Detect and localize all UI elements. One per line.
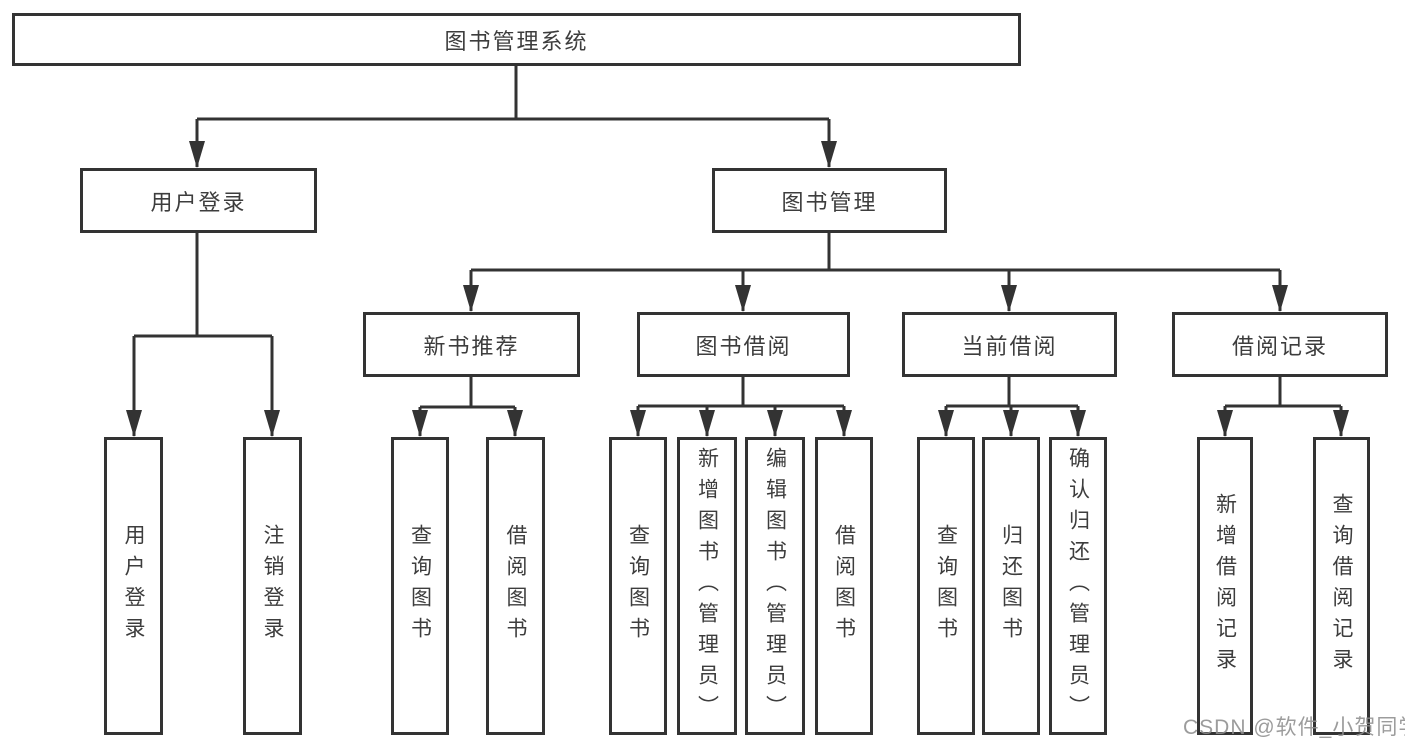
- node-borrowing-borrow-book: 借阅图书: [815, 437, 873, 735]
- connector-newbook-split: [418, 377, 517, 436]
- node-library-system: 图书管理系统: [12, 13, 1021, 66]
- arrow-icon: [836, 410, 852, 437]
- node-borrowing-records: 借阅记录: [1172, 312, 1388, 377]
- arrow-icon: [1001, 285, 1017, 312]
- node-user-login: 用户登录: [80, 168, 317, 233]
- node-borrowing-query-book: 查询图书: [609, 437, 667, 735]
- node-label: 确认归还（管理员）: [1066, 446, 1090, 726]
- arrow-icon: [699, 410, 715, 437]
- node-return-book: 归还图书: [982, 437, 1040, 735]
- node-label: 用户登录: [122, 524, 145, 648]
- arrow-icon: [1272, 285, 1288, 312]
- node-label: 查询借阅记录: [1330, 493, 1353, 679]
- connector-records-split: [1223, 377, 1343, 436]
- node-confirm-return-admin: 确认归还（管理员）: [1049, 437, 1107, 735]
- node-user-login-leaf: 用户登录: [104, 437, 163, 735]
- node-label: 查询图书: [408, 524, 432, 648]
- connector-root-split: [195, 66, 831, 167]
- arrow-icon: [1003, 410, 1019, 437]
- node-label: 归还图书: [999, 524, 1023, 648]
- node-label: 借阅图书: [504, 524, 527, 648]
- arrow-icon: [507, 410, 523, 437]
- node-label: 查询图书: [626, 524, 650, 648]
- node-label: 当前借阅: [961, 333, 1058, 359]
- arrow-icon: [264, 410, 280, 437]
- node-current-borrowing: 当前借阅: [902, 312, 1117, 377]
- arrow-icon: [1217, 410, 1233, 437]
- node-label: 新增图书（管理员）: [695, 446, 719, 726]
- arrow-icon: [938, 410, 954, 437]
- arrow-icon: [735, 285, 751, 312]
- arrow-icon: [412, 410, 428, 437]
- node-label: 借阅记录: [1231, 333, 1328, 359]
- arrow-icon: [821, 141, 837, 168]
- node-book-borrowing: 图书借阅: [637, 312, 850, 377]
- node-add-borrow-record: 新增借阅记录: [1197, 437, 1253, 735]
- arrow-icon: [1070, 410, 1086, 437]
- connector-borrowing-split: [636, 377, 846, 436]
- node-label: 用户登录: [150, 189, 247, 215]
- csdn-watermark: CSDN @软件_小贺同学: [1183, 716, 1405, 739]
- node-label: 注销登录: [261, 524, 284, 648]
- connector-book-mgmt-split: [469, 233, 1282, 311]
- connector-current-split: [944, 377, 1080, 436]
- arrow-icon: [1333, 410, 1349, 437]
- node-current-query-book: 查询图书: [917, 437, 975, 735]
- node-label: 图书管理系统: [444, 28, 589, 54]
- node-label: 图书管理: [781, 189, 878, 215]
- arrow-icon: [463, 285, 479, 312]
- connector-user-login-split: [132, 232, 274, 436]
- node-book-management: 图书管理: [712, 168, 947, 233]
- arrow-icon: [189, 141, 205, 168]
- arrow-icon: [630, 410, 646, 437]
- node-label: 图书借阅: [695, 333, 792, 359]
- node-label: 编辑图书（管理员）: [763, 446, 787, 726]
- arrow-icon: [767, 410, 783, 437]
- node-edit-book-admin: 编辑图书（管理员）: [745, 437, 805, 735]
- arrow-icon: [126, 410, 142, 437]
- node-add-book-admin: 新增图书（管理员）: [677, 437, 737, 735]
- node-query-borrow-record: 查询借阅记录: [1313, 437, 1370, 735]
- node-logout: 注销登录: [243, 437, 302, 735]
- node-label: 查询图书: [934, 524, 958, 648]
- node-new-book-recommend: 新书推荐: [363, 312, 580, 377]
- node-recommend-query-book: 查询图书: [391, 437, 449, 735]
- node-label: 借阅图书: [832, 524, 856, 648]
- node-label: 新增借阅记录: [1213, 493, 1237, 679]
- node-recommend-borrow-book: 借阅图书: [486, 437, 545, 735]
- node-label: 新书推荐: [423, 333, 520, 359]
